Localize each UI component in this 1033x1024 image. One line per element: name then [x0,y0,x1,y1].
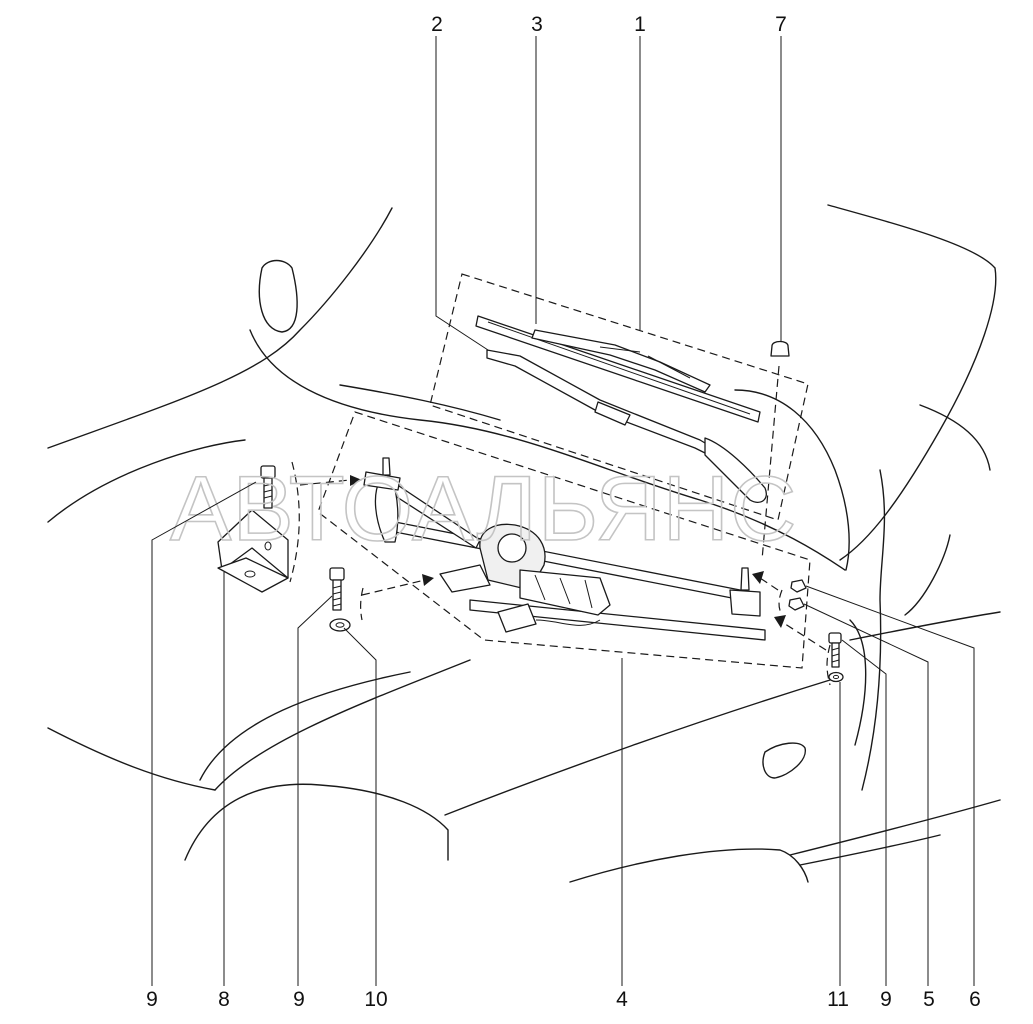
right-bolt-arc [826,644,831,686]
wiper-blade-arm-frame [429,273,809,521]
callout-4: 4 [616,988,628,1011]
assembly-arrows [299,365,827,651]
wiper-blade [475,315,761,423]
callout-7: 7 [775,13,787,36]
callout-9-right: 9 [880,988,892,1011]
washer-center [329,618,351,632]
leader-lines [151,36,975,986]
callouts-top: 2 3 1 7 [431,13,787,36]
nut-lower [788,597,805,611]
washer-right [828,671,844,683]
wiper-arm [486,349,767,503]
linkage-frame [317,411,811,669]
wiper-motor [479,523,611,616]
callout-1: 1 [634,13,646,36]
callouts-bottom: 9 8 9 10 4 11 9 5 6 [146,988,981,1011]
dashed-group-frames [289,273,831,686]
callout-9-center: 9 [293,988,305,1011]
callout-10: 10 [364,988,387,1011]
callout-5: 5 [923,988,935,1011]
bolt-center [329,567,345,611]
callout-8: 8 [218,988,230,1011]
bolt-right [828,632,842,668]
callout-11: 11 [827,988,849,1011]
motor-connector [497,603,601,633]
washer-center-hole [335,622,345,628]
spindle-cap [770,340,790,357]
wiper-linkage [363,457,766,641]
center-bolt-arc [360,587,364,621]
bracket-bolt-arc [289,461,300,583]
bolt-left [260,465,276,509]
mounting-bracket [217,509,289,593]
watermark-text: АВТОАЛЬЯНС [170,458,798,560]
nut-arc [778,589,783,616]
callout-9-left: 9 [146,988,158,1011]
callout-2: 2 [431,13,443,36]
callout-3: 3 [531,13,543,36]
nut-upper [790,579,807,593]
callout-6: 6 [969,988,981,1011]
